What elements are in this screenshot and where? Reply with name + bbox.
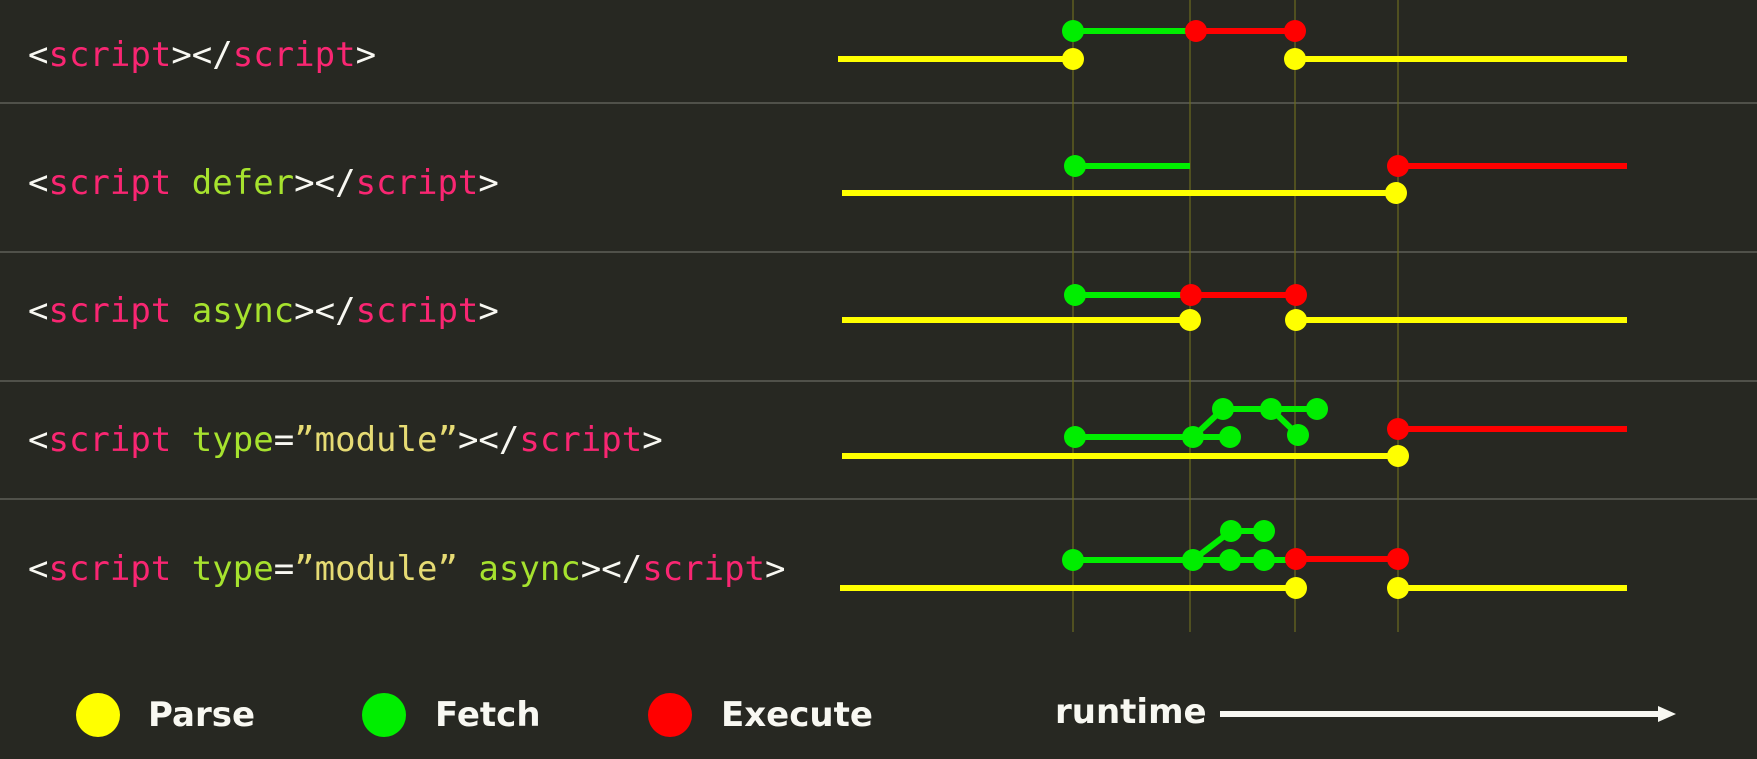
code-token: < xyxy=(28,291,49,331)
code-token: type xyxy=(191,420,274,460)
code-token: async xyxy=(478,549,581,589)
execute-dot-icon xyxy=(648,693,692,737)
fetch-dependency-dot xyxy=(1220,520,1242,542)
parse-pause-dot xyxy=(1062,48,1084,70)
row-label-defer: <script defer></script> xyxy=(28,163,499,203)
code-token: ></ xyxy=(580,549,643,589)
code-token: script xyxy=(642,549,766,589)
fetch-start-dot xyxy=(1064,284,1086,306)
code-token: = xyxy=(273,549,295,589)
code-token: ></ xyxy=(294,291,356,331)
parse-dot-icon xyxy=(76,693,120,737)
fetch-start-dot xyxy=(1062,20,1084,42)
execute-start-dot xyxy=(1180,284,1202,306)
code-token: = xyxy=(273,420,295,460)
parse-resume-dot xyxy=(1285,309,1307,331)
fetch-dependency-dot xyxy=(1260,398,1282,420)
code-token: script xyxy=(232,35,356,75)
fetch-dependency-dot xyxy=(1253,549,1275,571)
execute-start-dot xyxy=(1387,155,1409,177)
code-token: script xyxy=(519,420,643,460)
code-token: > xyxy=(478,163,499,203)
fetch-dependency-dot xyxy=(1287,424,1309,446)
legend-execute-label: Execute xyxy=(721,695,873,735)
execute-end-dot xyxy=(1387,548,1409,570)
code-token: > xyxy=(765,549,786,589)
fetch-dot-icon xyxy=(362,693,406,737)
fetch-start-dot xyxy=(1062,549,1084,571)
fetch-dependency-dot xyxy=(1219,549,1241,571)
code-token xyxy=(171,549,191,589)
code-token: > xyxy=(355,35,377,75)
code-token: < xyxy=(28,35,49,75)
row-label-module: <script type=”module”></script> xyxy=(28,420,663,460)
code-token: script xyxy=(48,163,172,203)
code-token xyxy=(171,420,191,460)
runtime-arrow-icon xyxy=(1658,706,1676,722)
code-token: script xyxy=(48,549,172,589)
code-token: async xyxy=(191,291,295,331)
code-token xyxy=(458,549,478,589)
execute-start-dot xyxy=(1185,20,1207,42)
code-token: script xyxy=(48,291,172,331)
fetch-dependency-dot xyxy=(1212,398,1234,420)
fetch-dependency-dot xyxy=(1182,549,1204,571)
code-token: ”module” xyxy=(294,549,458,589)
code-token: < xyxy=(28,549,49,589)
fetch-dependency-dot xyxy=(1182,426,1204,448)
fetch-start-dot xyxy=(1064,426,1086,448)
fetch-dependency-dot xyxy=(1306,398,1328,420)
fetch-dependency-dot xyxy=(1219,426,1241,448)
code-token: > xyxy=(642,420,663,460)
code-token: script xyxy=(48,420,172,460)
code-token: > xyxy=(478,291,499,331)
fetch-dependency-dot xyxy=(1253,520,1275,542)
legend-parse-label: Parse xyxy=(148,695,256,735)
code-token: ></ xyxy=(171,35,233,75)
code-token xyxy=(171,163,191,203)
execute-end-dot xyxy=(1285,284,1307,306)
execute-start-dot xyxy=(1285,548,1307,570)
execute-start-dot xyxy=(1387,418,1409,440)
code-token: defer xyxy=(191,163,295,203)
execute-end-dot xyxy=(1284,20,1306,42)
runtime-axis-label: runtime xyxy=(1055,692,1207,732)
parse-resume-dot xyxy=(1387,577,1409,599)
code-token: < xyxy=(28,163,49,203)
row-label-classic: <script></script> xyxy=(28,35,376,75)
code-token: ></ xyxy=(294,163,356,203)
code-token: script xyxy=(48,35,172,75)
parse-end-dot xyxy=(1387,445,1409,467)
parse-pause-dot xyxy=(1285,577,1307,599)
code-token: script xyxy=(355,163,479,203)
legend-fetch-label: Fetch xyxy=(435,695,541,735)
parse-pause-dot xyxy=(1179,309,1201,331)
row-label-async: <script async></script> xyxy=(28,291,499,331)
fetch-start-dot xyxy=(1064,155,1086,177)
code-token: type xyxy=(191,549,274,589)
code-token xyxy=(171,291,191,331)
parse-resume-dot xyxy=(1284,48,1306,70)
row-label-module-async: <script type=”module” async></script> xyxy=(28,549,786,589)
parse-end-dot xyxy=(1385,182,1407,204)
code-token: script xyxy=(355,291,479,331)
code-token: < xyxy=(28,420,49,460)
code-token: ></ xyxy=(457,420,520,460)
code-token: ”module” xyxy=(294,420,458,460)
